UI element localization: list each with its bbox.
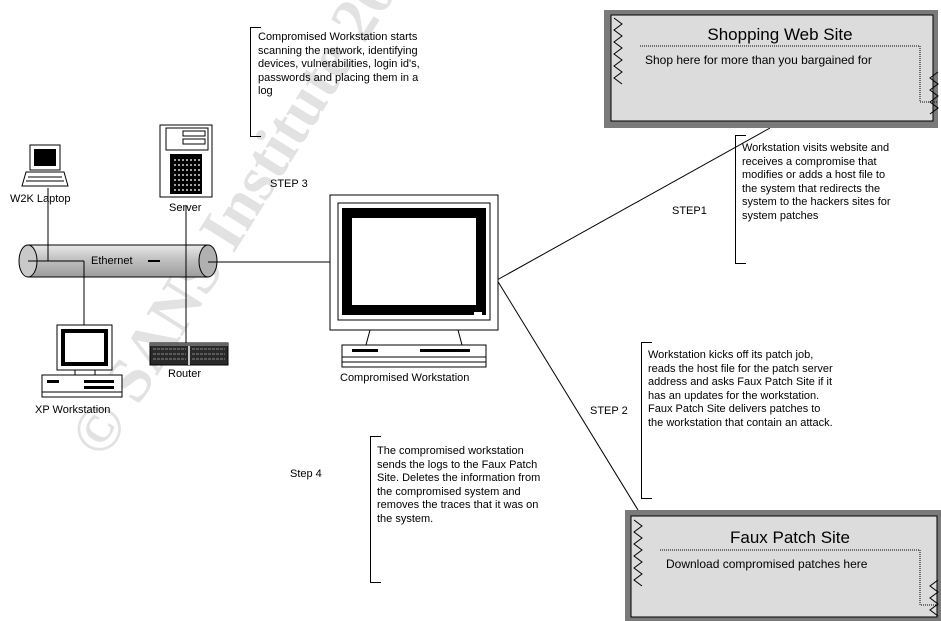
faux-patch-site-subtitle: Download compromised patches here — [666, 557, 868, 571]
xp-workstation-icon — [41, 324, 123, 398]
step-1-label: STEP1 — [672, 205, 707, 217]
xp-workstation-label: XP Workstation — [35, 404, 111, 416]
note-bracket-visit — [735, 135, 746, 264]
laptop-icon — [21, 144, 69, 187]
server-label: Server — [169, 202, 202, 214]
step-3-label: STEP 3 — [270, 178, 308, 190]
shopping-site-graphic — [604, 10, 939, 128]
compromised-workstation-icon — [329, 194, 499, 368]
connection-lines — [47, 127, 771, 511]
shopping-site-title: Shopping Web Site — [707, 25, 853, 44]
compromised-workstation-label: Compromised Workstation — [340, 372, 470, 384]
note-bracket-logs — [370, 436, 381, 583]
note-scan: Compromised Workstation starts scanning … — [258, 31, 420, 97]
laptop-label: W2K Laptop — [10, 193, 71, 205]
note-patch: Workstation kicks off its patch job, rea… — [648, 349, 833, 429]
step-2-label: STEP 2 — [590, 405, 628, 417]
faux-patch-site-graphic — [625, 510, 941, 621]
step-4-label: Step 4 — [290, 468, 322, 480]
shopping-site-subtitle: Shop here for more than you bargained fo… — [645, 53, 872, 67]
note-visit: Workstation visits website and receives … — [742, 142, 891, 222]
note-bracket-patch — [641, 342, 652, 499]
note-bracket-scan — [250, 27, 261, 137]
faux-patch-site-title: Faux Patch Site — [729, 528, 850, 547]
router-icon — [149, 342, 229, 366]
ethernet-label: Ethernet — [91, 255, 133, 267]
router-label: Router — [168, 368, 202, 380]
server-icon — [159, 124, 213, 198]
note-logs: The compromised workstation sends the lo… — [377, 445, 541, 525]
